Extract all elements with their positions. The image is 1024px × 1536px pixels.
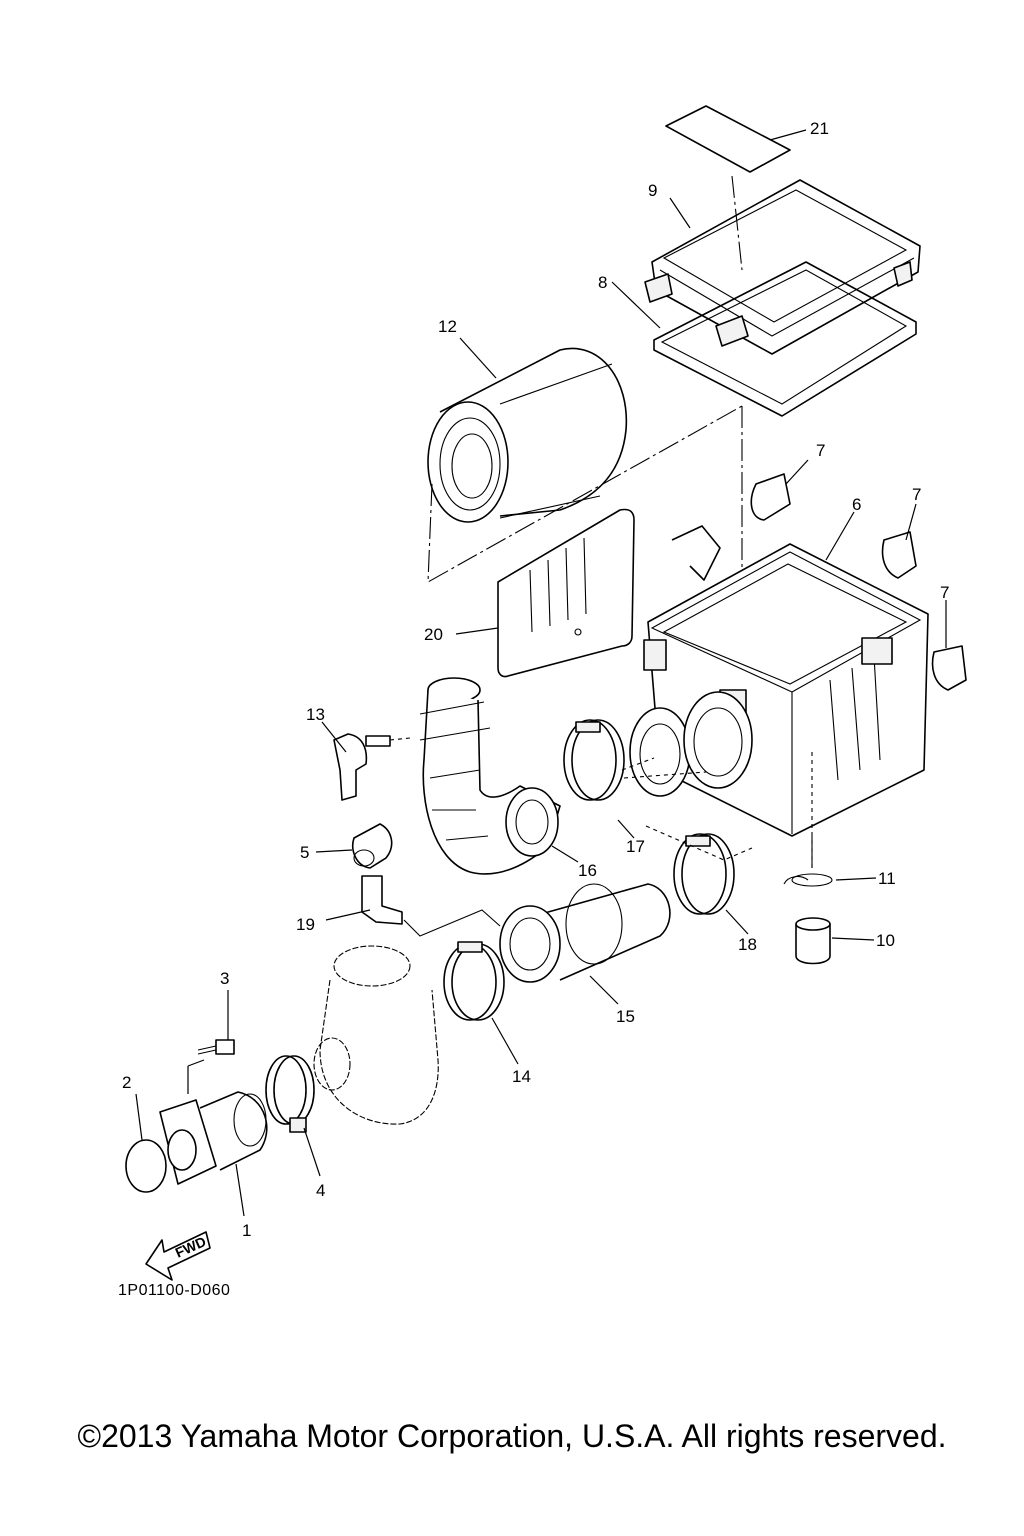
leader-lines	[135, 129, 947, 1217]
part-19-joint	[361, 875, 403, 925]
part-5-elbow	[352, 823, 393, 869]
part-9-case-cap	[644, 179, 921, 355]
part-12-filter-element	[427, 347, 628, 523]
callout-7-a: 7	[816, 441, 825, 460]
callout-8: 8	[598, 273, 607, 292]
part-2-o-ring	[125, 1139, 167, 1193]
part-15-joint	[499, 883, 671, 983]
part-7-clip-c	[931, 645, 967, 691]
carburetor-outline	[313, 945, 439, 1125]
callout-15: 15	[616, 1007, 635, 1026]
callout-14: 14	[512, 1067, 531, 1086]
callout-21: 21	[810, 119, 829, 138]
part-18-band	[673, 833, 735, 915]
callout-9: 9	[648, 181, 657, 200]
part-8-gasket	[653, 261, 917, 417]
callout-16: 16	[578, 861, 597, 880]
part-21-label	[665, 105, 791, 173]
callout-20: 20	[424, 625, 443, 644]
callout-2: 2	[122, 1073, 131, 1092]
part-7-clip-a	[750, 473, 791, 521]
part-16-duct	[419, 677, 561, 875]
callout-6: 6	[852, 495, 861, 514]
callout-5: 5	[300, 843, 309, 862]
fwd-arrow-icon: FWD	[145, 1231, 211, 1281]
part-4-band	[265, 1055, 315, 1133]
part-11-clip	[783, 873, 833, 887]
part-14-band	[443, 941, 505, 1021]
callout-10: 10	[876, 931, 895, 950]
callout-13: 13	[306, 705, 325, 724]
callout-1: 1	[242, 1221, 251, 1240]
part-20-plate	[497, 508, 635, 678]
part-3-bolt	[197, 1039, 235, 1055]
part-6-filter-case	[629, 525, 929, 837]
callout-7-c: 7	[940, 583, 949, 602]
diagram-code: 1P01100-D060	[118, 1282, 231, 1299]
callout-numbers: 21 9 8 12 7 6 7 7 20 13 5 19 11 10 17 16…	[122, 119, 949, 1240]
callout-7-b: 7	[912, 485, 921, 504]
callout-12: 12	[438, 317, 457, 336]
callout-18: 18	[738, 935, 757, 954]
callout-4: 4	[316, 1181, 325, 1200]
part-17-band	[563, 719, 625, 801]
part-13-hose-joint	[333, 733, 411, 801]
callout-17: 17	[626, 837, 645, 856]
part-7-clip-b	[881, 531, 917, 579]
callout-3: 3	[220, 969, 229, 988]
copyright-notice: ©2013 Yamaha Motor Corporation, U.S.A. A…	[77, 1418, 947, 1454]
part-1-intake-joint	[159, 1091, 268, 1185]
part-10-drain-cap	[795, 917, 831, 965]
callout-11: 11	[878, 869, 896, 888]
callout-19: 19	[296, 915, 315, 934]
